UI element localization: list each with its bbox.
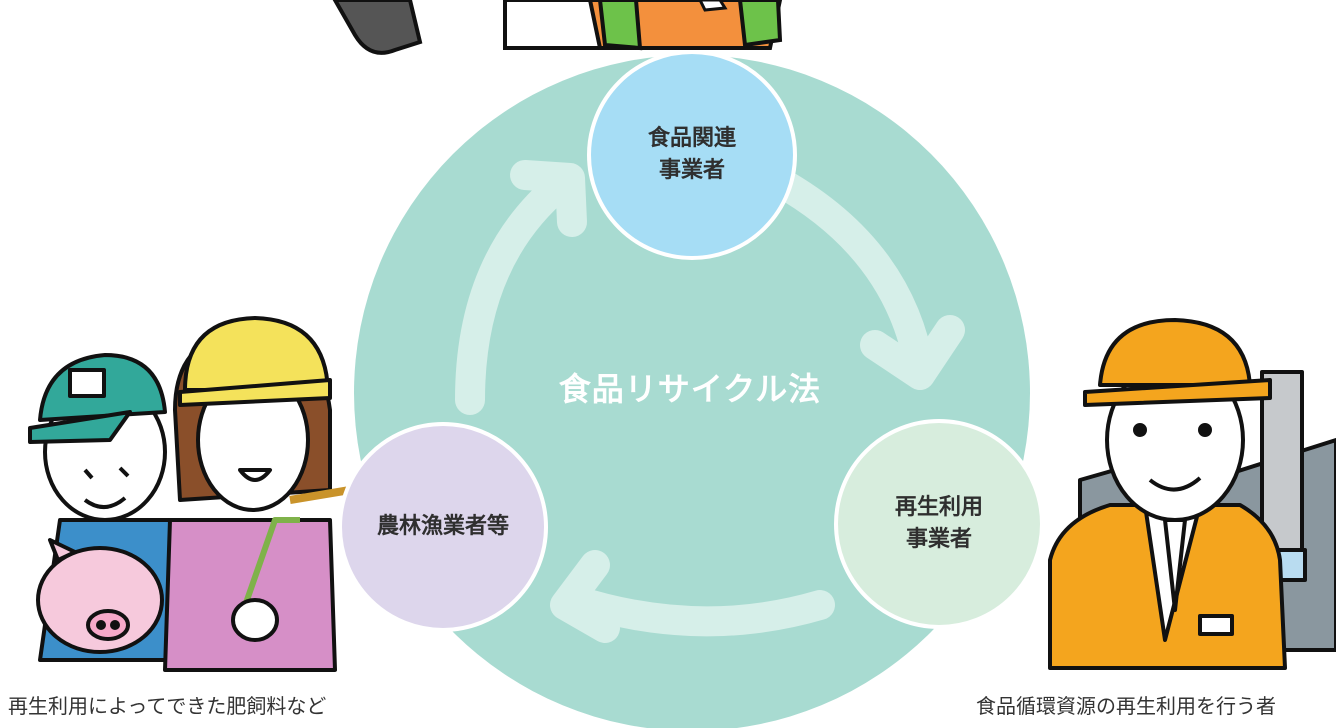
- recycler-illustration: [1048, 318, 1336, 670]
- center-title: 食品リサイクル法: [558, 370, 822, 408]
- node-farmers: 農林漁業者等: [338, 422, 548, 632]
- arrow-recycler-to-farmers: [560, 585, 835, 637]
- node-food-business-label: 食品関連 事業者: [647, 126, 736, 183]
- node-farmers-label: 農林漁業者等: [376, 514, 509, 540]
- node-recycler-label: 再生利用 事業者: [894, 495, 983, 552]
- arrow-farmers-to-food: [455, 170, 575, 415]
- node-food-business: 食品関連 事業者: [587, 50, 797, 260]
- cycle-arrows: [455, 160, 965, 643]
- arrow-food-to-recycler: [765, 167, 935, 385]
- caption-right: 食品循環資源の再生利用を行う者: [976, 694, 1276, 718]
- node-recycler: 再生利用 事業者: [834, 419, 1044, 629]
- farmers-illustration: [28, 316, 351, 672]
- caption-left: 再生利用によってできた肥飼料など: [8, 694, 327, 718]
- worker-top-illustration: [332, 0, 783, 55]
